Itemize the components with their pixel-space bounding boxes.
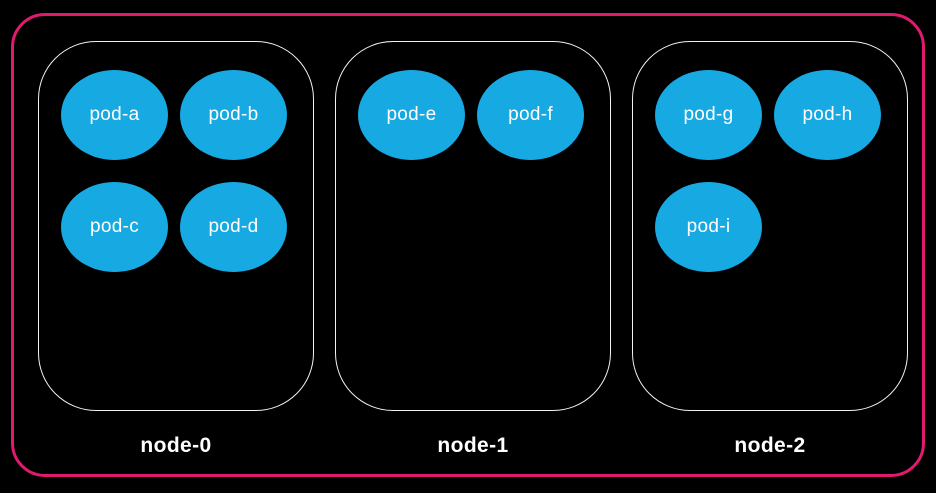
pod-ellipse: pod-h xyxy=(774,70,881,160)
node-label: node-2 xyxy=(734,433,806,457)
pod-ellipse: pod-d xyxy=(180,182,287,272)
pod-ellipse: pod-b xyxy=(180,70,287,160)
pod-ellipse: pod-i xyxy=(655,182,762,272)
node-label: node-0 xyxy=(140,433,212,457)
pod-ellipse: pod-c xyxy=(61,182,168,272)
node-label: node-1 xyxy=(437,433,509,457)
pod-ellipse: pod-e xyxy=(358,70,465,160)
pod-ellipse: pod-g xyxy=(655,70,762,160)
pod-ellipse: pod-a xyxy=(61,70,168,160)
pod-ellipse: pod-f xyxy=(477,70,584,160)
